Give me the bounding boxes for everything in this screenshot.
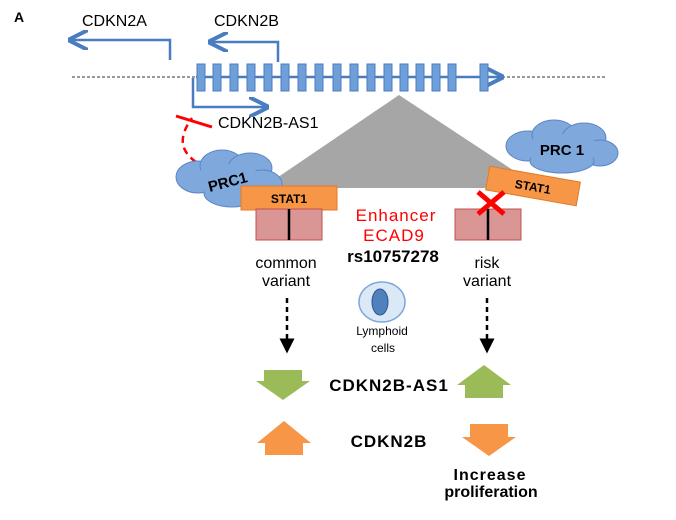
cdkn2b-outcome-label: CDKN2B — [351, 432, 428, 451]
cdkn2b-gene: CDKN2B — [212, 13, 280, 62]
exon — [479, 63, 489, 92]
risk-variant-line1: risk — [475, 255, 501, 272]
exon — [399, 63, 409, 92]
exon — [332, 63, 342, 92]
exon — [447, 63, 457, 92]
stat1-left-box: STAT1 — [240, 185, 338, 211]
exon-track — [196, 63, 489, 92]
exon — [212, 63, 222, 92]
stat1-right-label: STAT1 — [514, 177, 552, 197]
result-line2: proliferation — [444, 484, 537, 501]
stat1-right-box: STAT1 — [485, 165, 581, 207]
antisense-outcome-label: CDKN2B-AS1 — [329, 376, 449, 395]
common-variant-line1: common — [255, 255, 316, 272]
exon — [431, 63, 441, 92]
zoom-triangle — [262, 95, 540, 188]
prc1-right-cloud: PRC 1 — [505, 119, 619, 174]
snp-label: rs10757278 — [347, 247, 439, 266]
cdkn2b-up-arrow — [257, 421, 311, 455]
antisense-label: CDKN2B-AS1 — [218, 115, 319, 132]
enhancer-label: Enhancer — [356, 206, 437, 225]
cdkn2b-down-arrow — [462, 424, 516, 456]
cdkn2a-gene: CDKN2A — [72, 13, 172, 60]
result-line1: Increase — [454, 467, 527, 484]
cell-label-line2: cells — [371, 341, 395, 355]
enhancer-name: ECAD9 — [363, 226, 425, 245]
risk-variant-line2: variant — [463, 273, 512, 290]
repression-link — [175, 114, 213, 164]
cell-label-line1: Lymphoid — [356, 324, 408, 338]
enhancer-left-box — [255, 208, 323, 241]
exon — [229, 63, 239, 92]
exon — [415, 63, 425, 92]
exon — [246, 63, 256, 92]
cdkn2b-label: CDKN2B — [214, 13, 279, 30]
prc1-right-label: PRC 1 — [540, 142, 584, 159]
panel-letter: A — [14, 9, 24, 25]
exon — [280, 63, 290, 92]
exon — [263, 63, 273, 92]
block-cross-icon — [476, 190, 506, 216]
exon — [366, 63, 376, 92]
exon — [349, 63, 359, 92]
common-variant-line2: variant — [262, 273, 311, 290]
cdkn2a-label: CDKN2A — [82, 13, 147, 30]
cell-icon — [358, 281, 406, 323]
exon — [297, 63, 307, 92]
enhancer-right-box — [454, 208, 522, 241]
exon — [196, 63, 206, 92]
antisense-down-arrow — [256, 370, 310, 400]
exon — [383, 63, 393, 92]
antisense-up-arrow — [457, 365, 511, 398]
stat1-left-label: STAT1 — [271, 192, 308, 206]
exon — [314, 63, 324, 92]
